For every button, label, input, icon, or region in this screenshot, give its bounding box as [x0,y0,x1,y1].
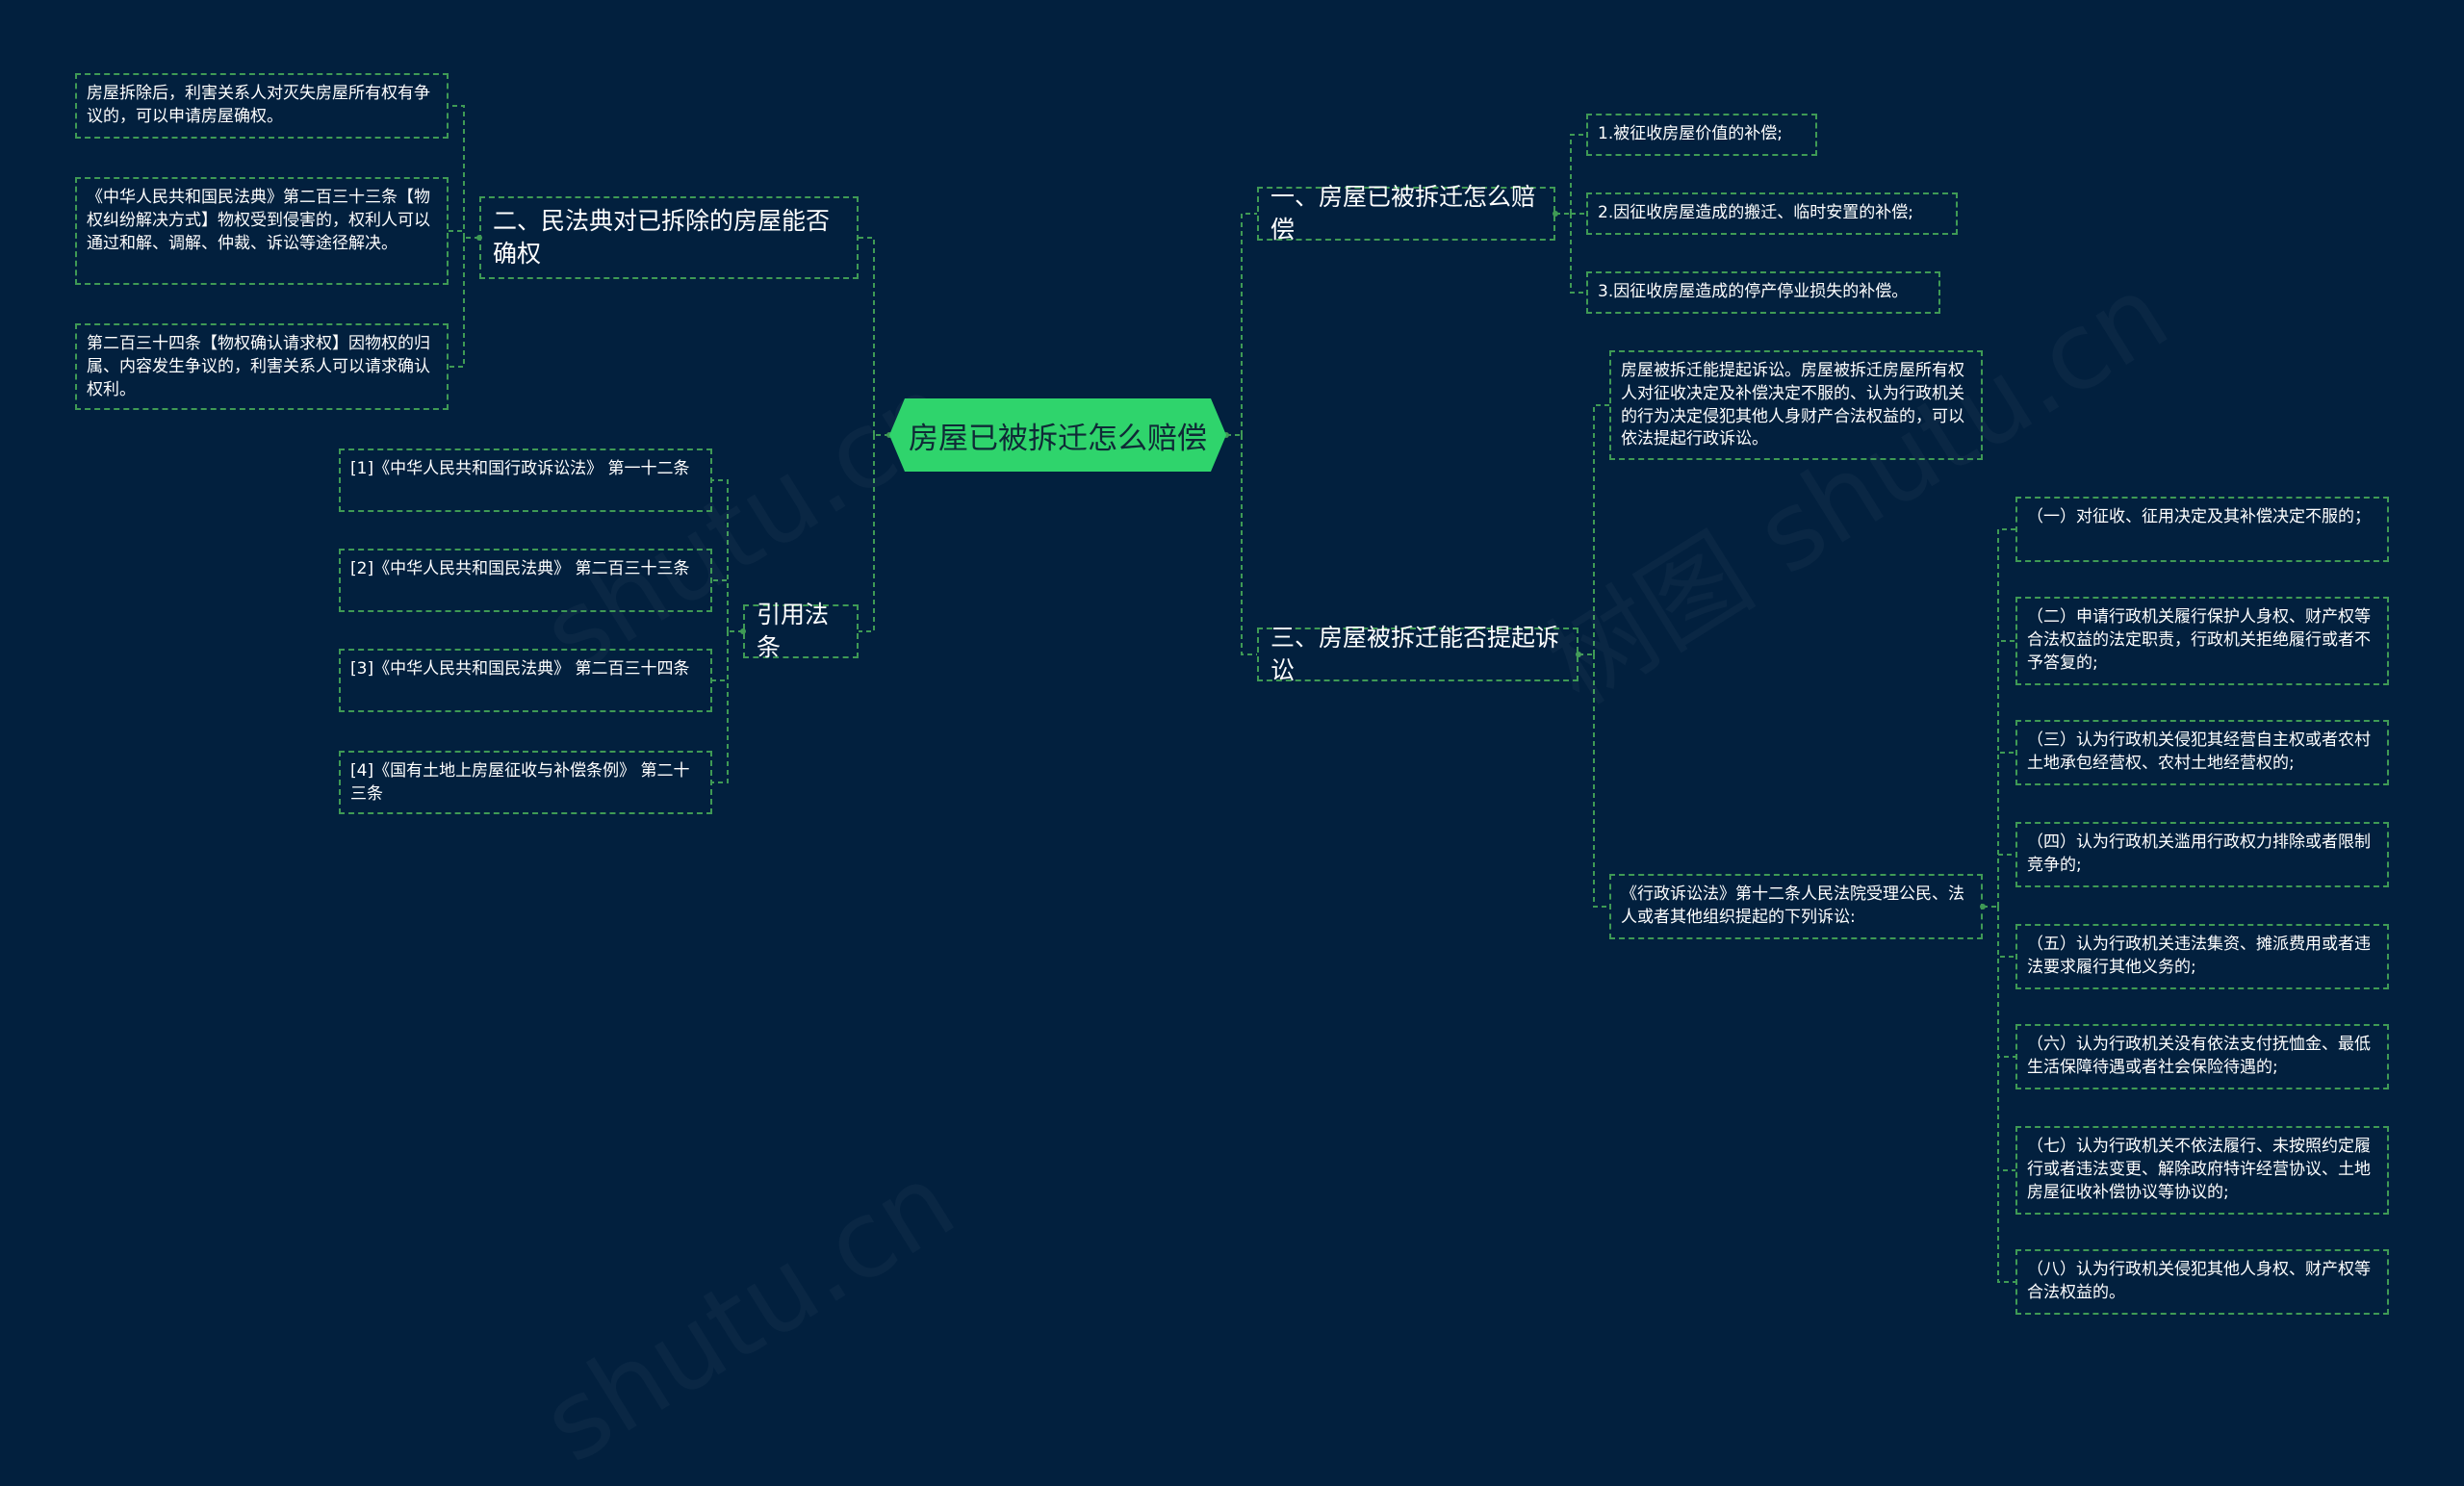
leaf-text: （八）认为行政机关侵犯其他人身权、财产权等合法权益的。 [2027,1260,2371,1302]
connector-line [1997,907,2015,1171]
leaf-text: （四）认为行政机关滥用行政权力排除或者限制竞争的; [2027,833,2371,875]
connector-line [712,579,729,631]
branch-node-litigation[interactable]: 三、房屋被拆迁能否提起诉讼 [1257,624,1578,684]
leaf-text: [1]《中华人民共和国行政诉讼法》 第一十二条 [350,459,690,478]
connector-line [1997,854,2015,907]
branch-node-compensation[interactable]: 一、房屋已被拆迁怎么赔偿 [1257,183,1555,243]
leaf-text: （七）认为行政机关不依法履行、未按照约定履行或者违法变更、解除政府特许经营协议、… [2027,1137,2371,1202]
leaf-text: （三）认为行政机关侵犯其经营自主权或者农村土地承包经营权、农村土地经营权的; [2027,730,2371,773]
leaf-text: （二）申请行政机关履行保护人身权、财产权等合法权益的法定职责，行政机关拒绝履行或… [2027,607,2371,673]
branch-label: 二、民法典对已拆除的房屋能否确权 [493,207,831,268]
leaf-node[interactable]: （一）对征收、征用决定及其补偿决定不服的； [2015,497,2389,562]
connector-line [1997,528,2015,907]
connector-line [712,631,729,783]
leaf-node[interactable]: 《中华人民共和国民法典》第二百三十三条【物权纠纷解决方式】物权受到侵害的，权利人… [75,177,449,285]
leaf-node[interactable]: 1.被征收房屋价值的补偿; [1586,114,1817,156]
leaf-text: 《中华人民共和国民法典》第二百三十三条【物权纠纷解决方式】物权受到侵害的，权利人… [87,188,430,253]
leaf-node[interactable]: （六）认为行政机关没有依法支付抚恤金、最低生活保障待遇或者社会保险待遇的; [2015,1024,2389,1089]
connector-line [1241,213,1257,435]
connector-line [1593,654,1609,908]
mindmap-canvas: shutu.cn 树图 shutu.cn shutu.cn 房屋已被拆迁怎么赔偿… [75,73,2389,1315]
leaf-text: [2]《中华人民共和国民法典》 第二百三十三条 [350,559,690,578]
leaf-node[interactable]: （四）认为行政机关滥用行政权力排除或者限制竞争的; [2015,822,2389,887]
branch-node-civil-code[interactable]: 二、民法典对已拆除的房屋能否确权 [479,196,859,279]
leaf-text: 3.因征收房屋造成的停产停业损失的补偿。 [1598,282,1909,301]
connector-line [1997,640,2015,907]
branch-label: 三、房屋被拆迁能否提起诉讼 [1270,624,1560,684]
leaf-node[interactable]: [4]《国有土地上房屋征收与补偿条例》 第二十三条 [339,751,712,814]
leaf-node[interactable]: [1]《中华人民共和国行政诉讼法》 第一十二条 [339,448,712,512]
leaf-text: （六）认为行政机关没有依法支付抚恤金、最低生活保障待遇或者社会保险待遇的; [2027,1035,2371,1077]
leaf-node[interactable]: 第二百三十四条【物权确认请求权】因物权的归属、内容发生争议的，利害关系人可以请求… [75,323,449,410]
leaf-node[interactable]: （七）认为行政机关不依法履行、未按照约定履行或者违法变更、解除政府特许经营协议、… [2015,1126,2389,1215]
leaf-node[interactable]: （八）认为行政机关侵犯其他人身权、财产权等合法权益的。 [2015,1249,2389,1315]
leaf-node[interactable]: 2.因征收房屋造成的搬迁、临时安置的补偿; [1586,192,1958,235]
leaf-node[interactable]: 3.因征收房屋造成的停产停业损失的补偿。 [1586,271,1940,314]
connector-line [1570,134,1586,214]
leaf-text: （五）认为行政机关违法集资、摊派费用或者违法要求履行其他义务的; [2027,935,2371,977]
leaf-node[interactable]: 房屋被拆迁能提起诉讼。房屋被拆迁房屋所有权人对征收决定及补偿决定不服的、认为行政… [1609,350,1983,460]
connector-line [712,479,729,631]
connector-line [1593,404,1609,654]
connector-line [1997,907,2015,1058]
leaf-node[interactable]: [2]《中华人民共和国民法典》 第二百三十三条 [339,549,712,612]
leaf-text: 房屋拆除后，利害关系人对灭失房屋所有权有争议的，可以申请房屋确权。 [87,84,430,126]
branch-label: 引用法条 [757,601,830,661]
branch-node-cited-laws[interactable]: 引用法条 [743,601,859,661]
leaf-node[interactable]: 房屋拆除后，利害关系人对灭失房屋所有权有争议的，可以申请房屋确权。 [75,73,449,139]
connector-line [1241,435,1257,655]
leaf-node[interactable]: 《行政诉讼法》第十二条人民法院受理公民、法人或者其他组织提起的下列诉讼: [1609,874,1983,939]
leaf-text: 房屋被拆迁能提起诉讼。房屋被拆迁房屋所有权人对征收决定及补偿决定不服的、认为行政… [1621,361,1964,449]
connector-line [859,237,875,435]
leaf-text: 1.被征收房屋价值的补偿; [1598,124,1783,143]
connector-line [859,435,875,632]
leaf-node[interactable]: （二）申请行政机关履行保护人身权、财产权等合法权益的法定职责，行政机关拒绝履行或… [2015,597,2389,685]
connector-lines [449,105,2015,1283]
connector-line [449,238,465,368]
leaf-text: 2.因征收房屋造成的搬迁、临时安置的补偿; [1598,203,1913,222]
branch-label: 一、房屋已被拆迁怎么赔偿 [1270,183,1536,243]
leaf-text: 《行政诉讼法》第十二条人民法院受理公民、法人或者其他组织提起的下列诉讼: [1621,884,1964,927]
connector-line [1997,907,2015,1283]
leaf-text: [3]《中华人民共和国民法典》 第二百三十四条 [350,659,690,679]
root-node[interactable]: 房屋已被拆迁怎么赔偿 [889,398,1226,472]
connector-line [1997,907,2015,958]
leaf-node[interactable]: [3]《中华人民共和国民法典》 第二百三十四条 [339,649,712,712]
leaf-text: [4]《国有土地上房屋征收与补偿条例》 第二十三条 [350,761,690,804]
root-label: 房屋已被拆迁怎么赔偿 [909,421,1207,456]
connector-line [1997,752,2015,907]
connector-line [1570,214,1586,294]
connector-line [449,230,465,238]
leaf-text: （一）对征收、征用决定及其补偿决定不服的； [2027,507,2371,526]
leaf-text: 第二百三十四条【物权确认请求权】因物权的归属、内容发生争议的，利害关系人可以请求… [87,334,430,399]
connector-line [712,631,729,681]
connector-line [449,105,465,238]
leaf-node[interactable]: （五）认为行政机关违法集资、摊派费用或者违法要求履行其他义务的; [2015,924,2389,989]
leaf-node[interactable]: （三）认为行政机关侵犯其经营自主权或者农村土地承包经营权、农村土地经营权的; [2015,720,2389,785]
